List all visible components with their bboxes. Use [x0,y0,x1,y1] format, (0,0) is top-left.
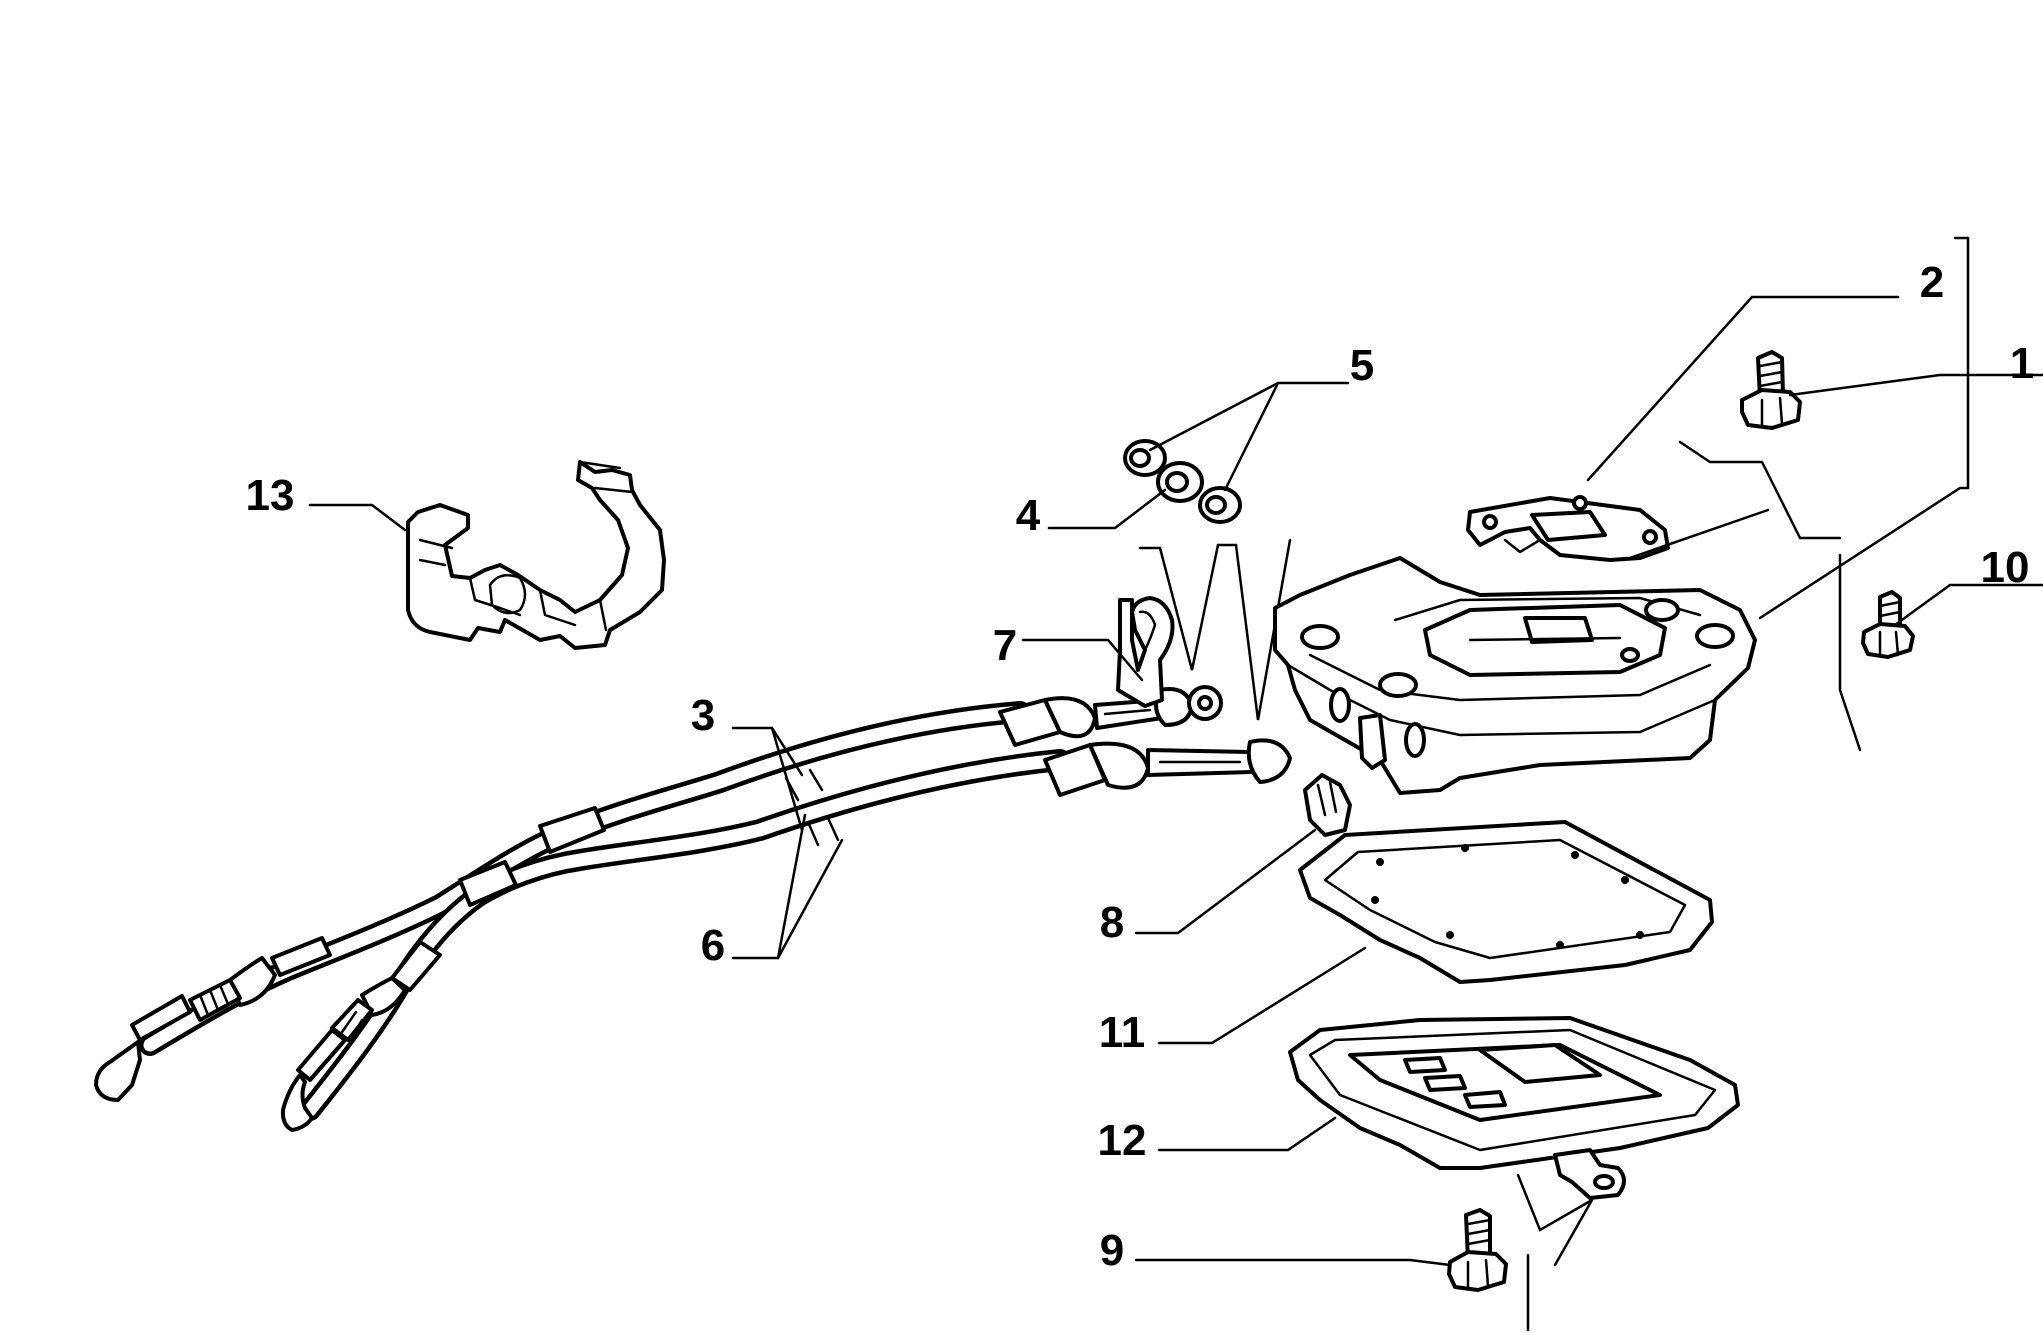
callout-11: 11 [1099,1008,1146,1057]
part-5-washer-b [1198,486,1242,524]
part-12-base-plate [1288,1016,1740,1200]
cable-end-fitting-lower [1043,738,1292,797]
callout-13: 13 [246,471,295,520]
part-1-control-housing [1273,556,1757,795]
part-7-retaining-clip [1116,596,1175,708]
leader-lines [731,236,2043,1332]
part-10-bolt [1861,590,1915,659]
part-5-washer-a [1123,439,1167,477]
callout-6: 6 [701,921,725,970]
callout-4: 4 [1016,491,1041,540]
assembly-guide-lines-4-5 [1138,538,1292,721]
part-11-gasket [1298,820,1714,984]
callout-7: 7 [993,621,1017,670]
leader-13 [308,503,407,532]
callout-9: 9 [1100,1226,1124,1275]
callout-labels: 1 2 3 4 5 6 7 8 9 10 11 12 13 [246,258,2035,1275]
callout-12: 12 [1098,1116,1147,1165]
part-9-bolt [1447,1208,1508,1292]
cable-end-fitting-left [94,936,332,1102]
cable-end-fitting-right [280,940,442,1132]
callout-8: 8 [1100,898,1124,947]
part-8-clip [1303,773,1352,837]
part-2-cover-plate [1466,495,1670,562]
callout-5: 5 [1350,341,1374,390]
part-1-bolt [1740,350,1802,430]
part-13-bracket-clip [406,460,666,650]
callout-2: 2 [1920,258,1944,307]
part-4-bushing [1156,461,1204,503]
callout-10: 10 [1981,543,2030,592]
callout-1: 1 [2010,339,2034,388]
part-3-6-gear-cables [139,701,1071,1121]
callout-3: 3 [691,691,715,740]
cable-end-fitting-upper [998,685,1223,747]
